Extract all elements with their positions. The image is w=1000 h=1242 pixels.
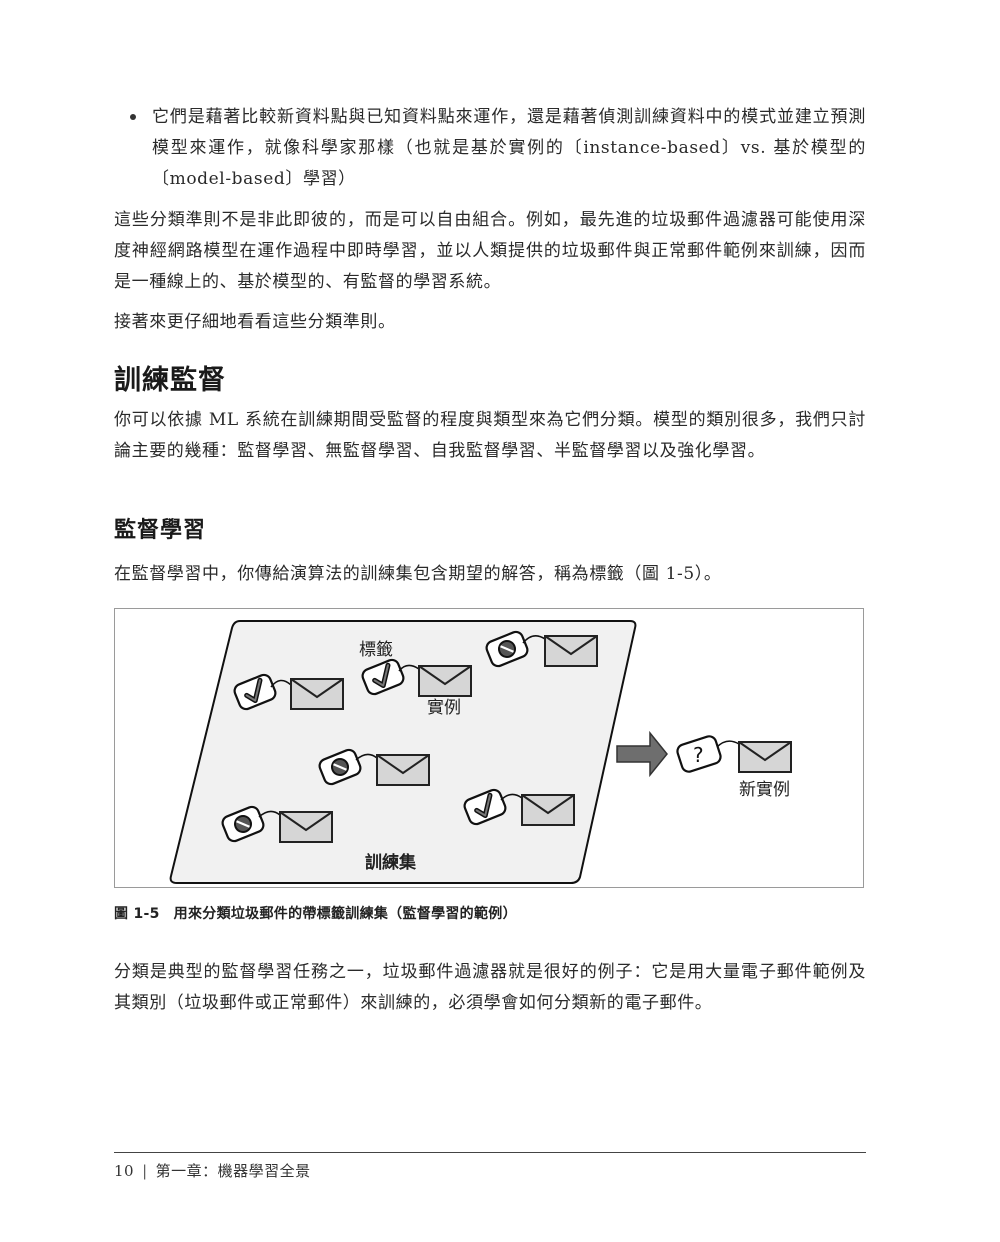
- labeled-instance-ham-1: [233, 673, 344, 711]
- paragraph-supervision-types: 你可以依據 ML 系統在訓練期間受監督的程度與類型來為它們分類。模型的類別很多，…: [114, 410, 866, 461]
- bullet-text: 它們是藉著比較新資料點與已知資料點來運作，還是藉著偵測訓練資料中的模式並建立預測…: [152, 107, 866, 189]
- labeled-instance-spam-1: [485, 630, 598, 668]
- new-instance-caption: 新實例: [739, 780, 790, 800]
- paragraph-classification-example: 分類是典型的監督學習任務之一，垃圾郵件過濾器就是很好的例子：它是用大量電子郵件範…: [114, 962, 866, 1013]
- figure-1-5: 標籤 實例 訓練集 新實例 ?: [114, 608, 864, 888]
- labeled-instance-spam-3: [221, 805, 333, 843]
- paragraph-look-closer: 接著來更仔細地看看這些分類準則。: [114, 312, 396, 332]
- figure-caption-text: 用來分類垃圾郵件的帶標籤訓練集（監督學習的範例）: [173, 906, 517, 922]
- footer-separator: |: [142, 1162, 148, 1180]
- instance-caption: 實例: [427, 698, 461, 718]
- arrow-right-icon: [616, 730, 668, 778]
- training-set-caption: 訓練集: [365, 852, 417, 873]
- chapter-title: 第一章：機器學習全景: [155, 1162, 311, 1180]
- page-footer: 10 | 第一章：機器學習全景: [114, 1160, 311, 1181]
- paragraph-labels-intro: 在監督學習中，你傳給演算法的訓練集包含期望的解答，稱為標籤（圖 1-5）。: [114, 564, 722, 584]
- label-caption: 標籤: [359, 640, 393, 660]
- section-heading-training-supervision: 訓練監督: [114, 365, 226, 396]
- new-instance: [676, 735, 792, 773]
- supervised-learning-diagram: 標籤 實例 訓練集 新實例 ?: [169, 620, 792, 884]
- labeled-instance-spam-2: [318, 748, 430, 786]
- bullet-dot: [130, 114, 136, 120]
- figure-caption: 圖 1-5 用來分類垃圾郵件的帶標籤訓練集（監督學習的範例）: [114, 903, 517, 923]
- paragraph-criteria-combination: 這些分類準則不是非此即彼的，而是可以自由組合。例如，最先進的垃圾郵件過濾器可能使…: [114, 210, 866, 292]
- figure-number: 圖 1-5: [114, 906, 160, 922]
- page-number: 10: [114, 1162, 135, 1180]
- footer-divider: [114, 1152, 866, 1153]
- labeled-instance-ham-2: [361, 658, 472, 696]
- subsection-heading-supervised-learning: 監督學習: [114, 518, 207, 543]
- question-mark-icon: ?: [693, 743, 704, 767]
- labeled-instance-ham-3: [463, 788, 575, 826]
